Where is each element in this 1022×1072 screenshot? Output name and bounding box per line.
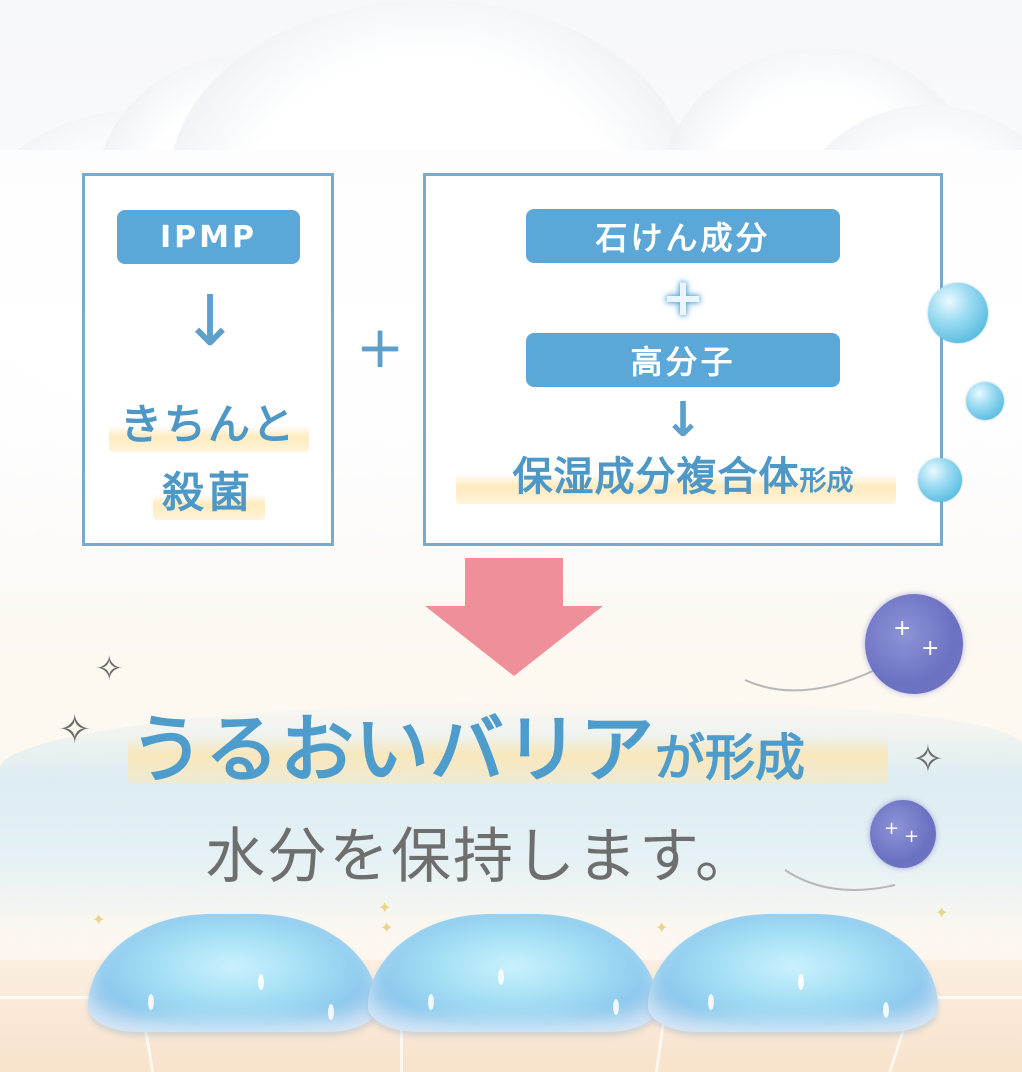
curve-decoration: [744, 669, 876, 692]
sterilize-line1: きちんと: [119, 400, 296, 449]
moisture-barrier-text: うるおいバリア: [130, 707, 655, 793]
gold-sparkle-icon: ✦: [380, 918, 394, 937]
gold-sparkle-icon: ✦: [935, 903, 949, 922]
water-bubble-icon: [928, 283, 988, 343]
polymer-pill: 高分子: [526, 333, 840, 387]
gold-sparkle-icon: ✦: [92, 910, 106, 929]
plus-icon: +: [661, 268, 705, 328]
gold-sparkle-icon: ✦: [655, 918, 669, 937]
moisture-complex-box: 石けん成分 + 高分子 ↓ 保湿成分複合体形成: [423, 173, 943, 546]
ipmp-pill: IPMP: [117, 210, 300, 264]
ipmp-box: IPMP ↓ きちんと 殺菌: [82, 173, 334, 546]
soap-component-pill: 石けん成分: [526, 209, 840, 263]
highlight-bar: [109, 426, 309, 452]
retains-moisture-text: 水分を保持します。: [205, 822, 757, 892]
down-arrow-icon: ↓: [662, 392, 704, 448]
formed-text: が形成: [655, 729, 805, 787]
water-dome-icon: [88, 914, 378, 1032]
polymer-label: 高分子: [630, 343, 736, 381]
dark-bubble-icon: + +: [870, 800, 936, 868]
headline-highlight-bar: [128, 735, 888, 783]
sparkle-icon: ✧: [95, 649, 124, 689]
sparkle-icon: ✧: [58, 707, 92, 753]
soap-component-label: 石けん成分: [595, 219, 771, 257]
ipmp-label: IPMP: [160, 219, 257, 255]
plus-icon: +: [355, 313, 405, 381]
moisture-complex-main: 保湿成分複合体: [512, 454, 800, 500]
highlight-bar: [456, 474, 896, 504]
water-bubble-icon: [966, 382, 1004, 420]
down-arrow-icon: ↓: [180, 280, 240, 362]
sterilize-line2: 殺菌: [161, 468, 254, 517]
moisture-complex-suffix: 形成: [799, 466, 854, 497]
water-bubble-icon: [918, 458, 962, 502]
highlight-bar: [153, 494, 265, 520]
big-down-arrow-icon: [425, 558, 603, 676]
curve-decoration: [784, 869, 896, 891]
gold-sparkle-icon: ✦: [378, 898, 392, 917]
sparkle-icon: ✧: [912, 737, 944, 781]
headline: うるおいバリアが形成: [130, 690, 890, 797]
moisture-complex-text: 保湿成分複合体形成: [426, 444, 940, 502]
water-dome-icon: [648, 914, 938, 1032]
dark-bubble-icon: + +: [865, 594, 963, 694]
water-dome-icon: [368, 914, 658, 1032]
